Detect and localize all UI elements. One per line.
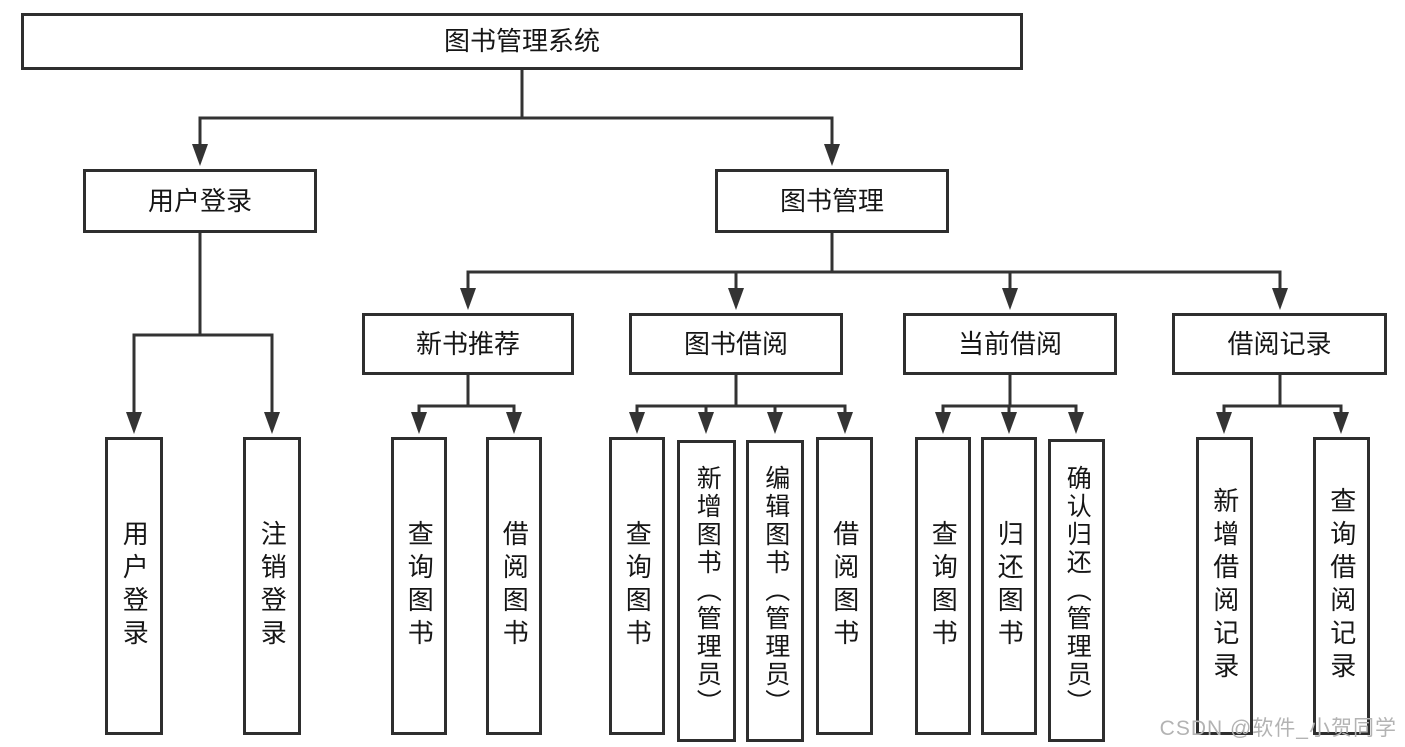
node-current-borrow: 当前借阅 [903,313,1117,375]
leaf-borrow-book: 借阅图书 [816,437,873,735]
leaf-add-book-admin: 新增图书（管理员） [677,440,736,742]
node-new-book-recommend: 新书推荐 [362,313,574,375]
leaf-return-book: 归还图书 [981,437,1037,735]
csdn-watermark: CSDN @软件_小贺同学 [1159,717,1397,740]
leaf-query-borrow-record: 查询借阅记录 [1313,437,1370,735]
node-borrow-record: 借阅记录 [1172,313,1387,375]
leaf-borrow-book-recommend: 借阅图书 [486,437,542,735]
leaf-query-book-current: 查询图书 [915,437,971,735]
node-book-borrow: 图书借阅 [629,313,843,375]
leaf-query-book-borrow: 查询图书 [609,437,665,735]
leaf-logout: 注销登录 [243,437,301,735]
node-root-system: 图书管理系统 [21,13,1023,70]
node-user-login: 用户登录 [83,169,317,233]
leaf-user-login: 用户登录 [105,437,163,735]
node-book-management: 图书管理 [715,169,949,233]
leaf-query-book-recommend: 查询图书 [391,437,447,735]
leaf-add-borrow-record: 新增借阅记录 [1196,437,1253,735]
leaf-edit-book-admin: 编辑图书（管理员） [746,440,804,742]
leaf-confirm-return-admin: 确认归还（管理员） [1048,439,1105,742]
